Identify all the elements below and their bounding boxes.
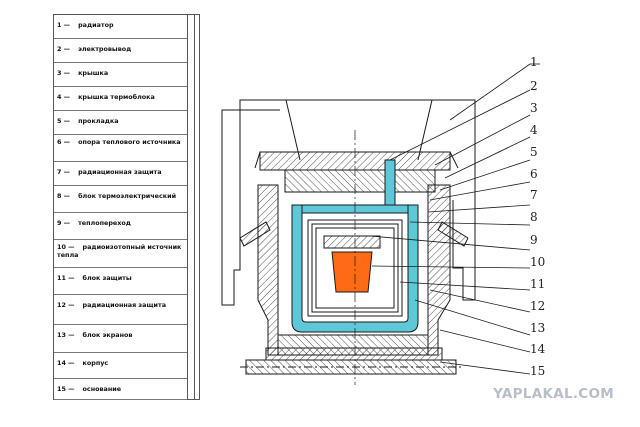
callout-4: 4 — [530, 123, 538, 137]
legend-column-divider — [194, 15, 195, 399]
callout-9: 9 — [530, 233, 538, 247]
legend-label: крышка термоблока — [78, 93, 155, 101]
legend-label: блок экранов — [82, 331, 133, 339]
callout-6: 6 — [530, 167, 538, 181]
callout-3: 3 — [530, 101, 538, 115]
legend-number: 12 — — [57, 301, 75, 309]
legend-row: 15 — основание — [54, 379, 187, 400]
callout-14: 14 — [530, 342, 546, 356]
legend-number: 9 — — [57, 219, 71, 227]
callout-12: 12 — [530, 299, 545, 313]
radioisotope-heat-source — [323, 235, 381, 293]
legend-row: 9 — теплопереход — [54, 213, 187, 240]
watermark: YAPLAKAL.COM — [493, 386, 614, 402]
callout-1: 1 — [530, 55, 538, 69]
legend-row: 10 —радиоизотопный источник тепла — [54, 240, 187, 268]
base-plate — [240, 347, 462, 375]
legend-row: 11 — блок защиты — [54, 268, 187, 295]
legend-row: 4 — крышка термоблока — [54, 87, 187, 111]
legend-number: 4 — — [57, 93, 71, 101]
callout-numbers: 1 2 3 4 5 6 7 8 9 10 11 12 13 14 15 — [530, 55, 546, 378]
callout-15: 15 — [530, 364, 545, 378]
legend-number: 14 — — [57, 359, 75, 367]
legend-number: 10 — — [57, 243, 75, 251]
legend-label: электровывод — [78, 45, 132, 53]
legend-label: радиационная защита — [82, 301, 167, 309]
callout-leaders — [369, 63, 540, 375]
legend-number: 13 — — [57, 331, 75, 339]
callout-10: 10 — [530, 255, 545, 269]
legend-label: радиоизотопный источник тепла — [57, 243, 182, 259]
legend-column-divider — [187, 15, 188, 399]
legend-row: 5 — прокладка — [54, 111, 187, 135]
legend-number: 6 — — [57, 138, 71, 146]
legend-label: прокладка — [78, 117, 119, 125]
legend-number: 5 — — [57, 117, 71, 125]
legend-row: 6 — опора теплового источника — [54, 135, 187, 162]
legend-row: 3 — крышка — [54, 63, 187, 87]
legend-label: радиационная защита — [78, 168, 162, 176]
rtg-cross-section-drawing: 1 2 3 4 5 6 7 8 9 10 11 12 13 14 15 — [200, 0, 640, 400]
legend-row: 2 — электровывод — [54, 39, 187, 63]
legend-table: 1 — радиатор 2 — электровывод 3 — крышка 4 — кр… — [53, 14, 200, 400]
callout-5: 5 — [530, 145, 538, 159]
cross-section-svg: 1 2 3 4 5 6 7 8 9 10 11 12 13 14 15 — [221, 55, 546, 385]
legend-label: крышка — [78, 69, 109, 77]
legend-row: 8 — блок термоэлектрический — [54, 186, 187, 213]
legend-label: теплопереход — [78, 219, 131, 227]
legend-number: 15 — — [57, 385, 75, 393]
legend-row: 13 — блок экранов — [54, 325, 187, 353]
callout-2: 2 — [530, 79, 538, 93]
legend-number: 8 — — [57, 192, 71, 200]
callout-8: 8 — [530, 210, 538, 224]
legend-number: 2 — — [57, 45, 71, 53]
legend-label: опора теплового источника — [78, 138, 181, 146]
side-bolts — [239, 221, 469, 247]
callout-13: 13 — [530, 321, 545, 335]
legend-row: 14 — корпус — [54, 353, 187, 379]
legend-number: 1 — — [57, 21, 71, 29]
callout-11: 11 — [530, 277, 545, 291]
legend-row: 1 — радиатор — [54, 15, 187, 39]
legend-number: 11 — — [57, 274, 75, 282]
legend-number: 7 — — [57, 168, 71, 176]
legend-label: блок защиты — [82, 274, 132, 282]
legend-label: основание — [82, 385, 122, 393]
legend-row: 7 — радиационная защита — [54, 162, 187, 186]
radiator — [221, 99, 476, 306]
legend-number: 3 — — [57, 69, 71, 77]
legend-label: блок термоэлектрический — [78, 192, 177, 200]
legend-label: корпус — [82, 359, 109, 367]
legend-label: радиатор — [78, 21, 114, 29]
legend-row: 12 — радиационная защита — [54, 295, 187, 325]
callout-7: 7 — [530, 188, 538, 202]
